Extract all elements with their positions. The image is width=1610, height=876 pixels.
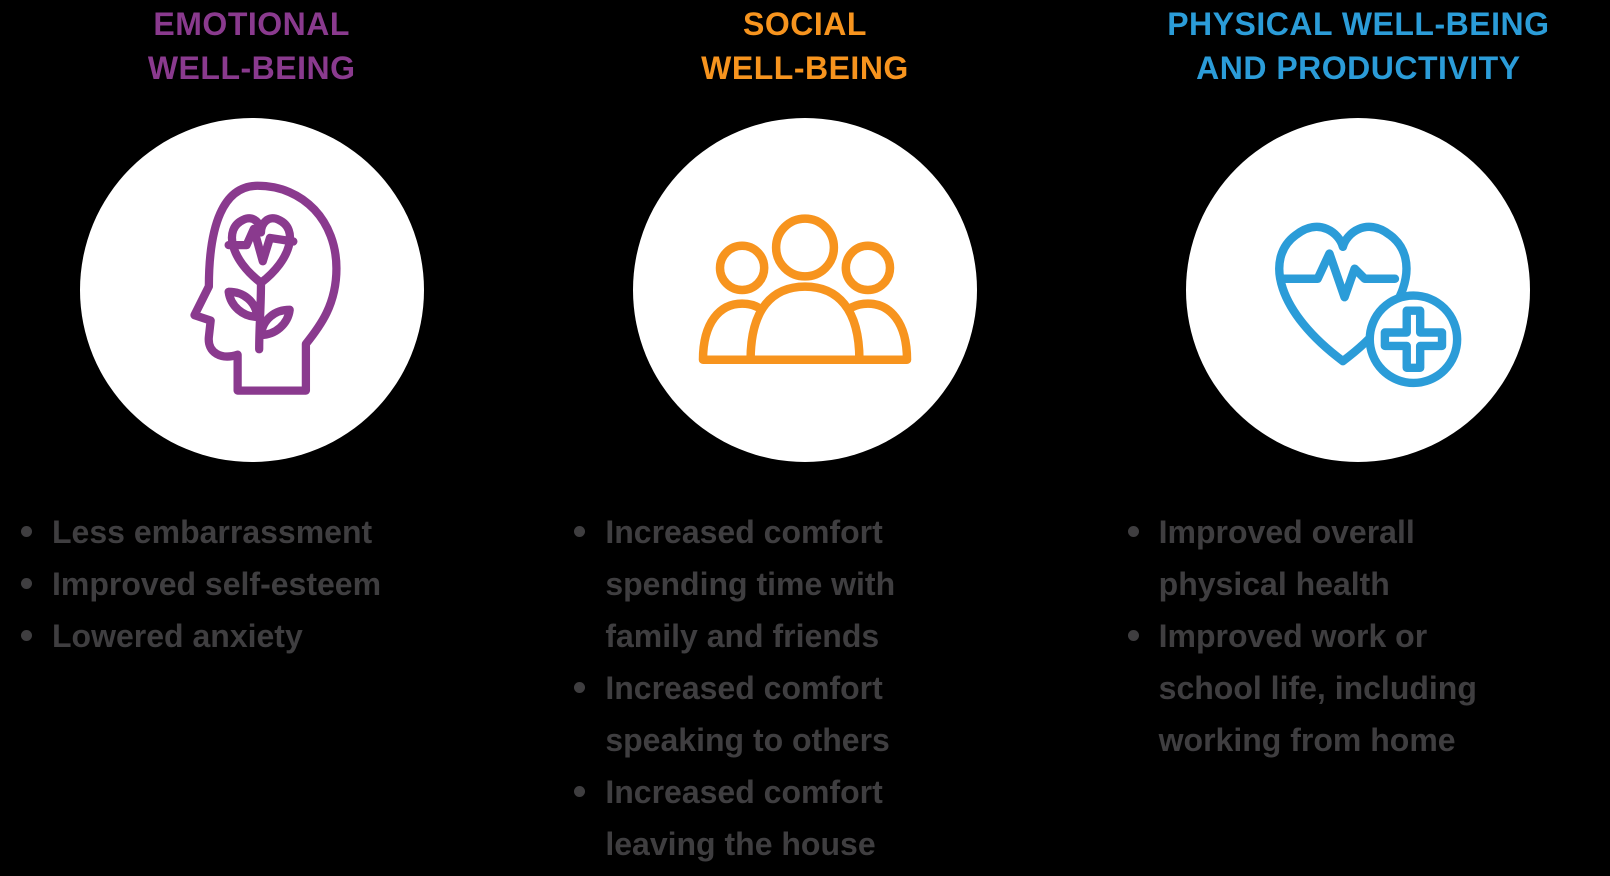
social-bullet-list: Increased comfort spending time with fam…: [569, 506, 981, 870]
bullet-item: Improved work or school life, including …: [1123, 610, 1535, 766]
head-heart-flower-icon: [190, 181, 341, 395]
column-physical-well-being: PHYSICAL WELL-BEING AND PRODUCTIVITY Imp…: [1117, 0, 1600, 876]
bullet-item: Increased comfort spending time with fam…: [569, 506, 981, 662]
column-title-line2: AND PRODUCTIVITY: [1196, 50, 1521, 86]
column-title-emotional: EMOTIONAL WELL-BEING: [10, 0, 493, 90]
column-title-social: SOCIAL WELL-BEING: [563, 0, 1046, 90]
column-title-line2: WELL-BEING: [701, 50, 909, 86]
bullet-item: Improved self-esteem: [16, 558, 428, 610]
social-icon-circle: [632, 118, 977, 462]
bullet-item: Lowered anxiety: [16, 610, 428, 662]
bullet-item: Increased comfort speaking to others: [569, 662, 981, 766]
column-title-line1: EMOTIONAL: [153, 6, 350, 42]
column-title-line1: PHYSICAL WELL-BEING: [1167, 6, 1550, 42]
people-group-icon: [698, 214, 912, 364]
physical-icon-circle: [1186, 118, 1531, 462]
column-title-line2: WELL-BEING: [147, 50, 356, 86]
bullet-item: Increased comfort leaving the house: [569, 766, 981, 870]
heart-pulse-plus-icon: [1275, 222, 1462, 387]
bullet-item: Less embarrassment: [16, 506, 428, 558]
column-social-well-being: SOCIAL WELL-BEING Increased comfort spen…: [563, 0, 1046, 876]
bullet-item: Improved overall physical health: [1123, 506, 1535, 610]
column-title-line1: SOCIAL: [743, 6, 867, 42]
emotional-icon-circle: [79, 118, 424, 462]
column-title-physical: PHYSICAL WELL-BEING AND PRODUCTIVITY: [1117, 0, 1600, 90]
